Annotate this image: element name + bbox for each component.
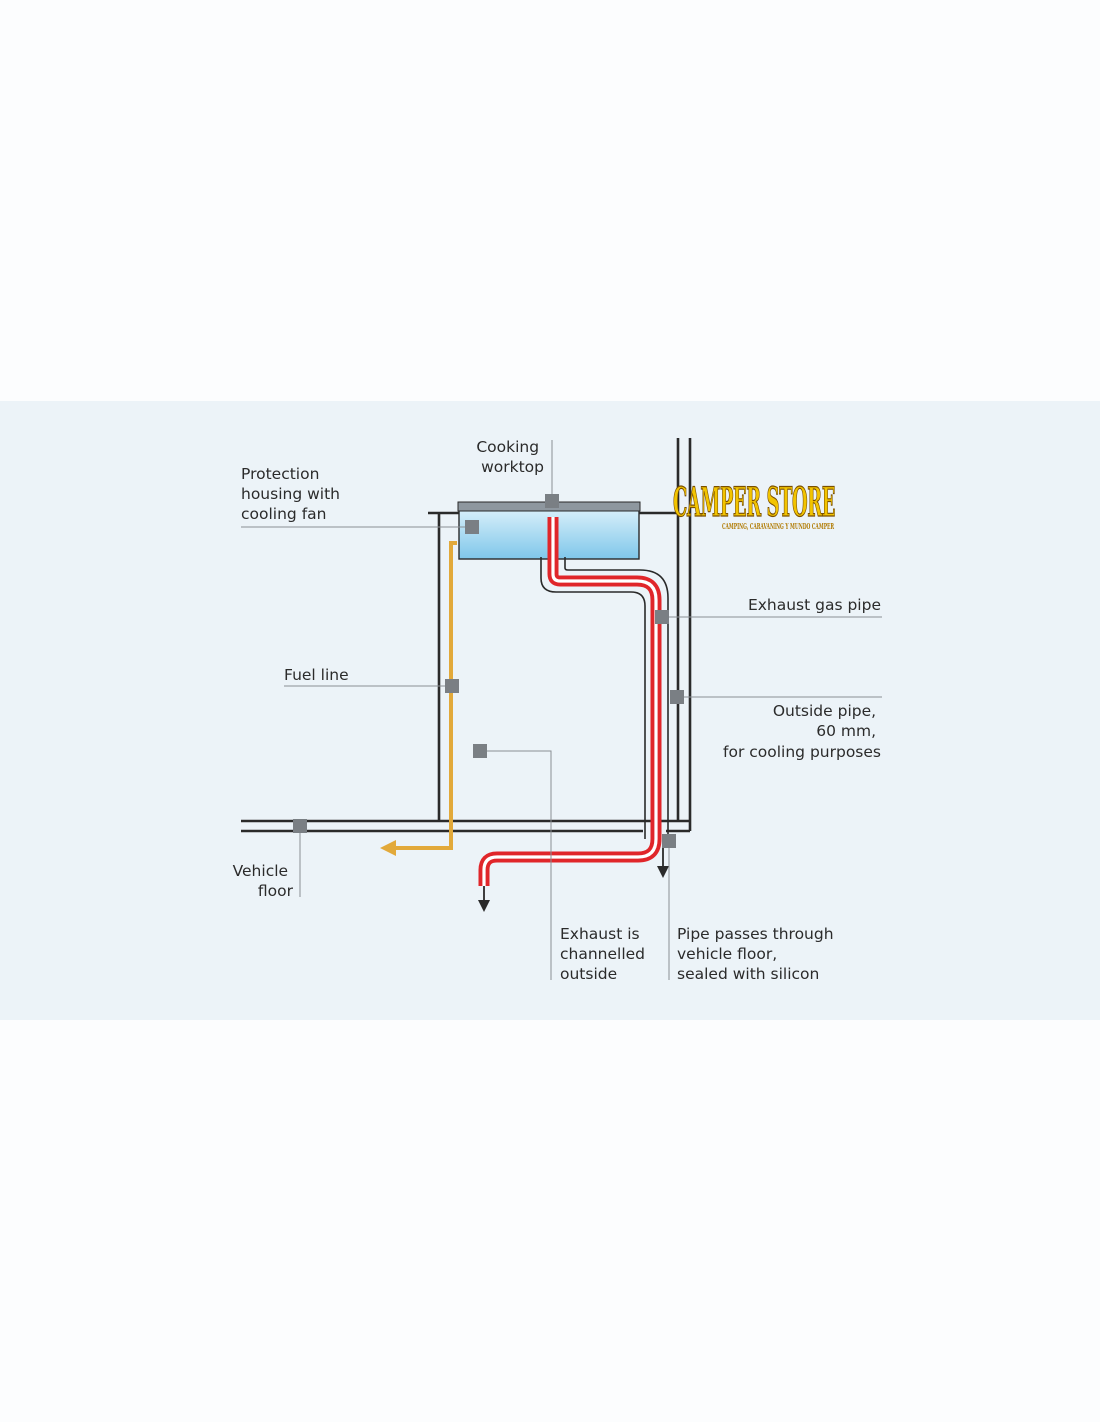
outside-pipe (540, 557, 669, 878)
label-vehicle-floor: Vehicle floor (233, 862, 294, 900)
marker-vehicle-floor (293, 819, 307, 833)
marker-cooking-worktop (545, 494, 559, 508)
svg-text:CAMPER STORE: CAMPER STORE (673, 479, 835, 526)
label-exhaust-outside: Exhaust is channelled outside (560, 925, 650, 983)
label-fuel-line: Fuel line (284, 666, 349, 684)
marker-exhaust-outside (473, 744, 487, 758)
fuel-line (380, 541, 457, 856)
marker-exhaust-gas-pipe (655, 610, 669, 624)
camper-store-logo: CAMPER STORE CAMPING, CARAVANING Y MUNDO… (672, 478, 836, 531)
label-pipe-passes: Pipe passes through vehicle floor, seale… (677, 925, 838, 983)
marker-fuel-line (445, 679, 459, 693)
label-cooking-worktop: Cooking worktop (476, 438, 544, 476)
svg-text:CAMPING, CARAVANING Y MUNDO CA: CAMPING, CARAVANING Y MUNDO CAMPER (722, 521, 834, 531)
marker-outside-pipe (670, 690, 684, 704)
label-exhaust-gas-pipe: Exhaust gas pipe (748, 596, 881, 614)
marker-protection-housing (465, 520, 479, 534)
label-markers (293, 494, 684, 848)
label-outside-pipe: Outside pipe, 60 mm, for cooling purpose… (723, 702, 881, 761)
label-protection-housing: Protection housing with cooling fan (241, 465, 345, 523)
exhaust-gas-pipe (478, 517, 662, 912)
marker-pipe-passes (662, 834, 676, 848)
vehicle-floor-lines (241, 819, 690, 833)
leader-lines (241, 440, 882, 980)
